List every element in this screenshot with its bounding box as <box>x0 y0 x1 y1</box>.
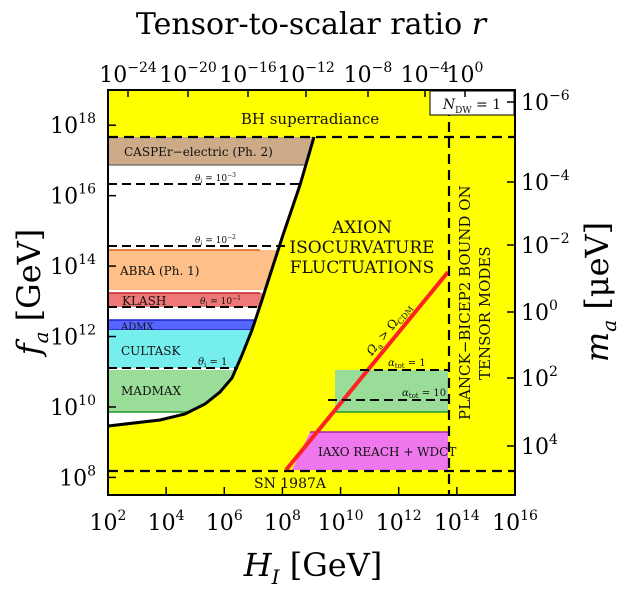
casper-label: CASPEr−electric (Ph. 2) <box>124 145 273 159</box>
alpha-label-10: αtot = 10 <box>402 388 446 400</box>
x-tick-label: 106 <box>206 508 243 536</box>
right-tick-label: 10−4 <box>521 168 570 196</box>
planck-label-1: PLANCK−BICEP2 BOUND ON <box>456 185 474 420</box>
x-tick-label: 1016 <box>492 508 538 536</box>
admx-label: ADMX <box>120 322 154 333</box>
y-axis-ticks: 108 1010 1012 1014 1016 1018 <box>50 111 116 491</box>
y2-axis-label: ma [μeV] <box>578 222 621 362</box>
omega-green-band <box>335 370 448 412</box>
x-tick-label: 1012 <box>376 508 422 536</box>
y-tick-label: 1018 <box>50 111 96 139</box>
casper-band <box>108 137 328 165</box>
y-tick-label: 1012 <box>50 323 96 351</box>
axion-label-2: ISOCURVATURE <box>289 238 434 258</box>
top-tick-label: 10−16 <box>219 60 277 88</box>
y-axis-label: fa [GeV] <box>10 229 53 358</box>
theta-label-1e-2: θi = 10−2 <box>195 234 236 247</box>
ndw-label: NDW = 1 <box>442 97 501 116</box>
x-tick-label: 1014 <box>434 508 480 536</box>
isocurvature-boundary <box>108 136 316 428</box>
x-tick-label: 108 <box>264 508 301 536</box>
axion-label-3: FLUCTUATIONS <box>290 258 435 278</box>
sn-label: SN 1987A <box>254 476 327 492</box>
axion-label-1: AXION <box>331 218 392 238</box>
top-tick-label: 100 <box>447 60 484 88</box>
y-tick-label: 108 <box>59 463 96 491</box>
chart-title: Tensor-to-scalar ratio r <box>136 7 488 42</box>
iaxo-label: IAXO REACH + WDCT <box>318 445 456 459</box>
theta-label-1e-1: θi = 10−1 <box>200 295 241 308</box>
right-tick-label: 104 <box>521 432 558 460</box>
ndw-box <box>429 90 515 116</box>
x-tick-label: 102 <box>90 508 127 536</box>
x-axis-label: HI [GeV] <box>243 546 383 589</box>
plot-frame <box>107 89 516 496</box>
klash-label: KLASH <box>122 294 166 308</box>
x-tick-label: 1010 <box>318 508 364 536</box>
y-tick-label: 1016 <box>50 182 96 210</box>
x-tick-label: 104 <box>148 508 185 536</box>
madmax-label: MADMAX <box>121 384 182 398</box>
alpha-label-1: αtot = 1 <box>388 358 426 370</box>
top-tick-label: 10−12 <box>277 60 335 88</box>
bh-label: BH superradiance <box>241 110 379 128</box>
right-tick-label: 10−2 <box>521 231 570 259</box>
right-axis-ticks: 10−6 10−4 10−2 100 102 104 <box>507 88 570 460</box>
theta-label-1e-3: θi = 10−3 <box>195 172 236 185</box>
abra-label: ABRA (Ph. 1) <box>119 264 199 278</box>
cultask-label: CULTASK <box>121 344 182 358</box>
top-tick-label: 10−4 <box>401 60 450 88</box>
top-tick-label: 10−24 <box>99 60 157 88</box>
planck-label-2: TENSOR MODES <box>476 246 494 380</box>
top-tick-label: 10−20 <box>159 60 217 88</box>
admx-band <box>108 320 328 330</box>
right-tick-label: 10−6 <box>521 88 570 116</box>
top-tick-label: 10−8 <box>344 60 393 88</box>
right-tick-label: 100 <box>521 298 558 326</box>
y-tick-label: 1014 <box>50 252 96 280</box>
iaxo-band <box>292 432 448 470</box>
x-axis-ticks: 102 104 106 108 1010 1012 1014 1016 <box>90 487 538 536</box>
y-tick-label: 1010 <box>50 393 96 421</box>
theta-label-1: θi = 1 <box>198 357 227 369</box>
right-tick-label: 102 <box>521 364 558 392</box>
